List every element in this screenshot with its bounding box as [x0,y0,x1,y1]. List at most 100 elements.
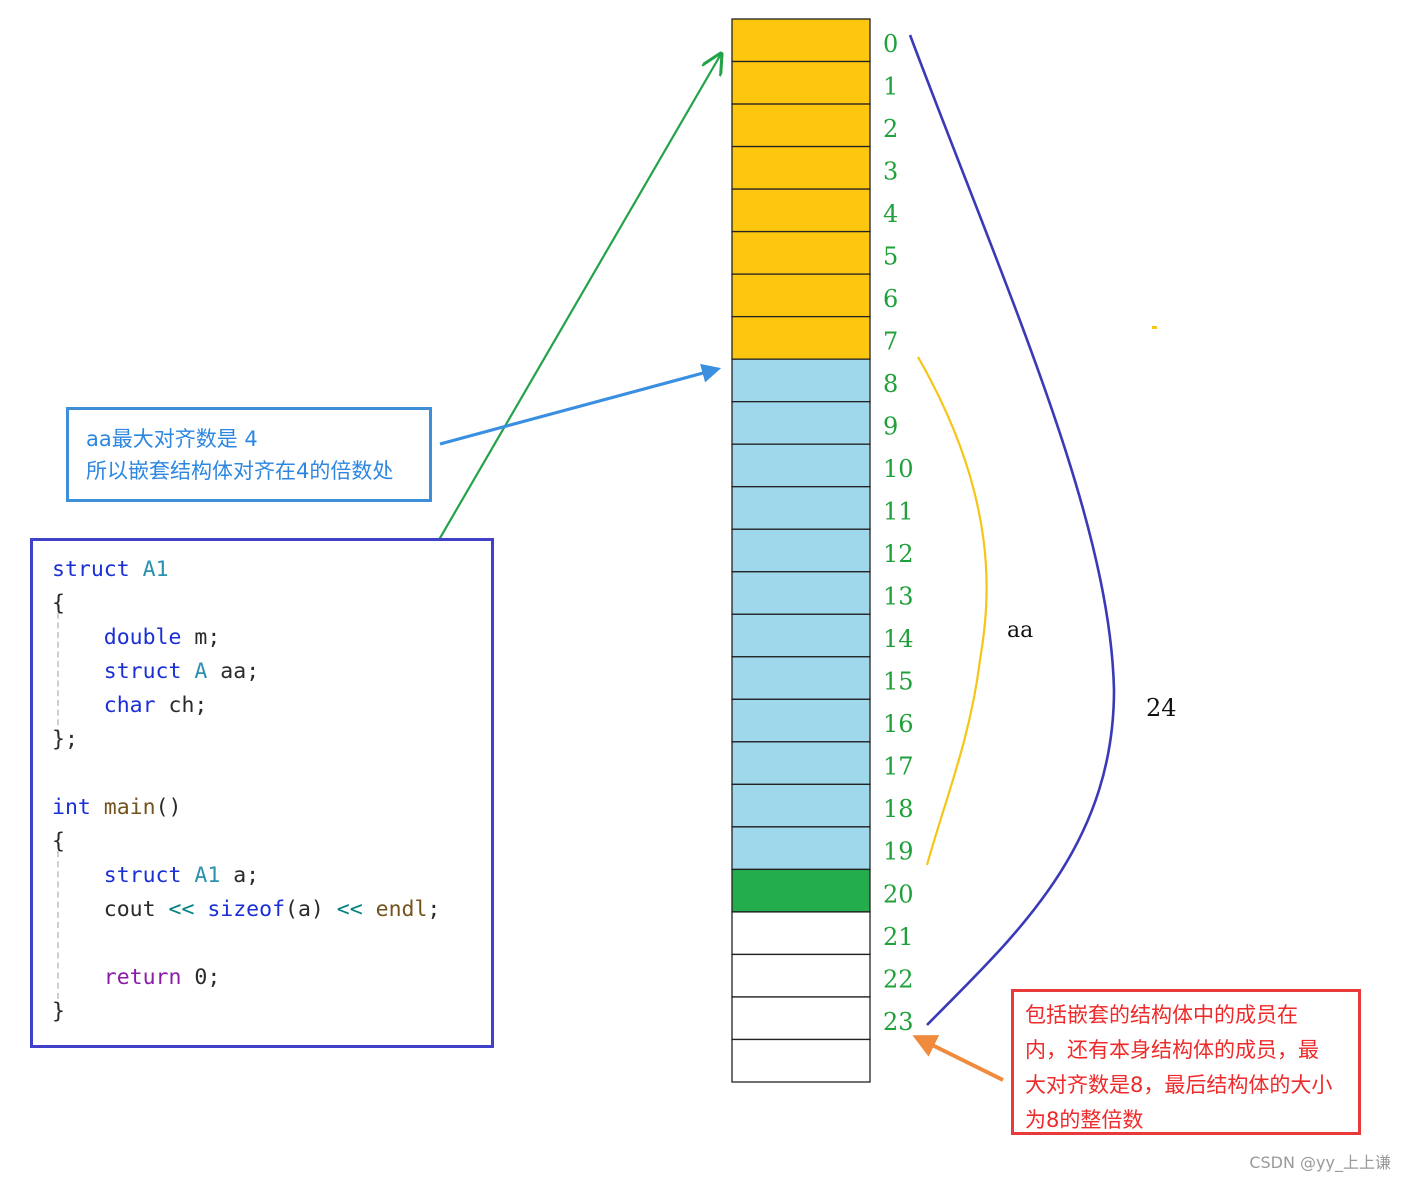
memory-cell [731,1038,871,1083]
arrow-total-size [912,1035,1004,1082]
memory-cell [731,613,871,658]
code-token: endl [375,897,428,922]
brace-total-label: 24 [1146,694,1177,722]
memory-cell [731,868,871,913]
alignment-callout-line: aa最大对齐数是 4 [86,427,258,451]
code-token: return [103,965,182,990]
memory-cell [731,401,871,445]
offset-label: 6 [883,285,898,313]
code-token: << [168,897,195,922]
memory-cells [731,18,871,1083]
indent-guide [57,603,59,735]
code-token: A1 [194,863,221,888]
code-line: double m; [52,621,440,655]
offset-label: 19 [883,838,914,866]
offset-label: 0 [883,30,898,58]
code-line: return 0; [52,961,440,995]
memory-cell [731,230,871,275]
memory-cell [731,528,871,573]
offset-label: 11 [883,498,914,526]
memory-cell [731,60,871,105]
code-token: A1 [142,557,169,582]
offset-label: 2 [883,115,898,143]
code-token: A [194,659,208,684]
memory-cell [731,783,871,828]
code-line: } [52,995,440,1029]
code-line [52,927,440,961]
code-token: ch; [155,693,208,718]
memory-cell [731,996,871,1041]
code-token: { [52,591,65,616]
alignment-callout-line: 所以嵌套结构体对齐在4的倍数处 [86,459,394,483]
offset-label: 13 [883,583,914,611]
code-token: struct [103,659,182,684]
code-token [52,625,104,650]
offset-label: 5 [883,242,898,270]
code-token [52,965,104,990]
yellow-dot [1152,326,1157,329]
memory-cell [731,188,871,233]
offset-label: 12 [883,540,914,568]
memory-cell [731,698,871,743]
code-line: cout << sizeof(a) << endl; [52,893,441,927]
code-token: }; [52,727,78,752]
code-box: struct A1{ double m; struct A aa; char c… [30,538,494,1048]
code-line: { [52,587,440,621]
watermark: CSDN @yy_上上谦 [1249,1153,1391,1173]
code-token [52,863,104,888]
code-token: char [103,693,156,718]
memory-cell [731,358,871,403]
code-token: main [103,795,156,820]
offset-label: 1 [883,72,898,100]
memory-cell [731,443,871,488]
indent-guide [57,841,59,1009]
memory-cell [731,911,871,956]
memory-cell [731,18,871,63]
brace-aa-label: aa [1007,618,1033,643]
struct-size-callout-line: 内，还有本身结构体的成员，最 [1025,1038,1319,1062]
offset-label: 14 [883,625,914,653]
code-token [181,659,194,684]
code-token: sizeof [207,897,286,922]
offset-label: 8 [883,370,898,398]
offset-label: 20 [883,880,914,908]
memory-cell [731,571,871,615]
memory-cell [731,656,871,700]
memory-cell [731,953,871,998]
memory-cell [731,826,871,871]
offset-label: 23 [883,1008,914,1036]
code-line: char ch; [52,689,440,723]
code-token: double [103,625,182,650]
code-token: int [52,795,91,820]
code-line: }; [52,723,440,757]
offset-label: 4 [883,200,898,228]
code-line: int main() [52,791,440,825]
offset-label: 15 [883,668,914,696]
arrow-aa-alignment [439,363,722,446]
code-line: { [52,825,440,859]
code-token: () [155,795,182,820]
code-line: struct A1 [52,553,440,587]
offset-label: 3 [883,157,898,185]
code-listing: struct A1{ double m; struct A aa; char c… [52,553,440,1029]
code-line [52,757,440,791]
brace-total [908,34,1116,1026]
code-token: 0; [181,965,221,990]
code-token: { [52,829,65,854]
code-token: m; [181,625,221,650]
brace-aa [917,356,988,866]
offset-label: 7 [883,328,898,356]
code-token: a; [220,863,260,888]
offset-label: 9 [883,413,898,441]
offset-label: 22 [883,965,914,993]
struct-size-callout-line: 为8的整倍数 [1025,1108,1144,1132]
code-token: } [52,999,65,1024]
offset-label: 21 [883,923,914,951]
code-token: ; [427,897,441,922]
alignment-callout: aa最大对齐数是 4 所以嵌套结构体对齐在4的倍数处 [66,407,432,502]
memory-cell [731,486,871,530]
memory-cell [731,315,871,360]
memory-cell [731,145,871,190]
struct-size-callout-line: 包括嵌套的结构体中的成员在 [1025,1003,1298,1027]
